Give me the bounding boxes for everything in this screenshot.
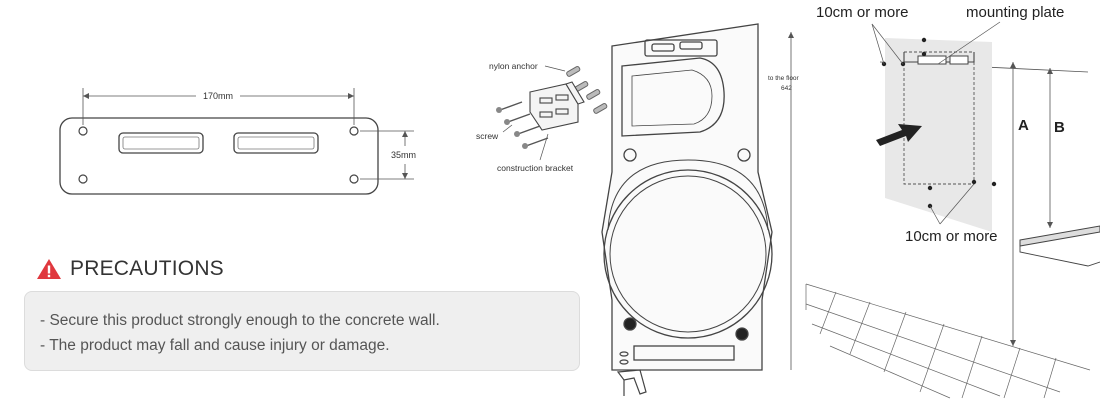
top-clearance-label: 10cm or more [816,4,909,21]
dimension-a-label: A [1018,117,1029,134]
precautions-title: PRECAUTIONS [70,257,224,280]
plate-outline [59,117,379,195]
screws [496,101,549,149]
floor-tiles [805,283,1091,399]
product-back-view [601,23,773,371]
wall-panel [885,38,992,232]
height-dimension-label: 35mm [391,150,416,160]
width-dimension-label: 170mm [203,91,233,101]
shelf-top [1019,225,1100,247]
direction-arrow-icon [876,124,922,146]
screw-label: screw [476,131,499,141]
plate-slot-right [233,132,319,154]
bottom-clearance-label: 10cm or more [905,228,998,245]
mounting-plate-shape [917,55,947,65]
precaution-item: - Secure this product strongly enough to… [40,312,440,329]
construction-bracket-label: construction bracket [497,163,574,173]
plate-hole [78,126,88,136]
dimension-b-label: B [1054,119,1065,136]
mounting-plate-label: mounting plate [966,4,1064,21]
plate-hole [349,174,359,184]
precautions-box: - Secure this product strongly enough to… [24,291,580,371]
nylon-anchors [566,65,608,114]
warning-triangle-icon [37,259,61,279]
floor-value: 642 [781,85,792,92]
precaution-item: - The product may fall and cause injury … [40,337,390,354]
plate-hole [349,126,359,136]
floor-label: to the floor [768,75,800,82]
leveling-foot-icon [616,351,647,396]
plate-hole [78,174,88,184]
precautions-heading: PRECAUTIONS [36,254,224,284]
construction-bracket [529,81,585,131]
nylon-anchor-label: nylon anchor [489,61,538,71]
plate-slot-left [118,132,204,154]
product-outline [903,51,975,185]
